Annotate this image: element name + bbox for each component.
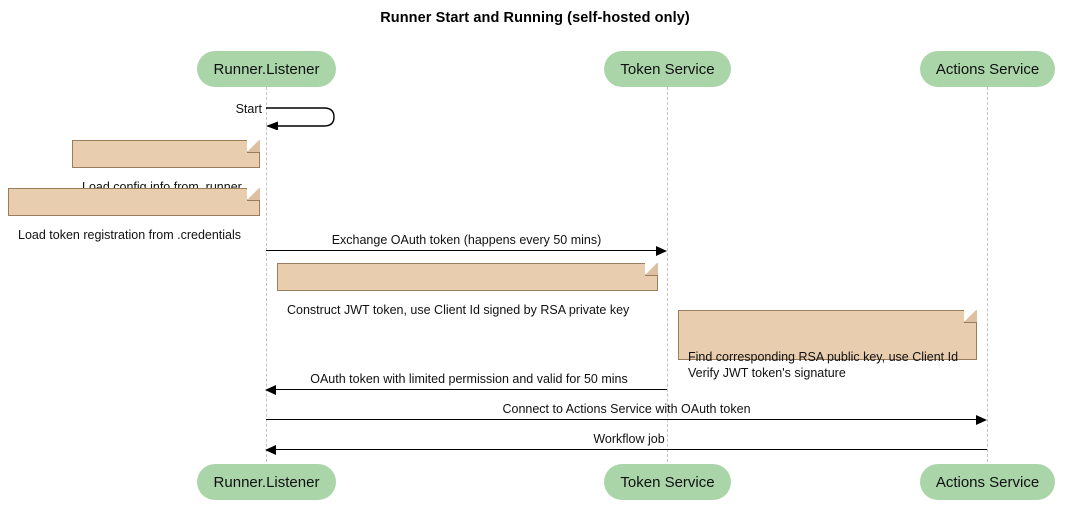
message-line-workflow-job <box>272 449 987 450</box>
participant-runner-top[interactable]: Runner.Listener <box>197 51 336 87</box>
message-label-workflow-job: Workflow job <box>593 432 665 446</box>
diagram-title: Runner Start and Running (self-hosted on… <box>380 10 690 26</box>
message-arrowhead-workflow-job <box>265 444 276 455</box>
message-start-loop <box>262 104 342 131</box>
message-label-oauth-token-response: OAuth token with limited permission and … <box>310 372 628 386</box>
message-line-exchange-oauth-token <box>266 250 662 251</box>
message-arrowhead-connect-actions-service <box>976 414 987 425</box>
note-fold-icon <box>247 139 260 153</box>
participant-label: Token Service <box>620 60 715 78</box>
note-construct-jwt: Construct JWT token, use Client Id signe… <box>277 262 658 317</box>
note-load-token-registration: Load token registration from .credential… <box>8 187 260 242</box>
note-text: Load token registration from .credential… <box>18 228 242 242</box>
message-arrowhead-exchange-oauth-token <box>656 245 667 256</box>
participant-label: Actions Service <box>935 473 1040 491</box>
message-arrowhead-oauth-token-response <box>265 384 276 395</box>
note-fold-icon <box>645 262 658 276</box>
participant-actions-top[interactable]: Actions Service <box>920 51 1055 87</box>
participant-token-bottom[interactable]: Token Service <box>604 464 731 500</box>
note-load-config: Load config info from .runner <box>72 139 260 194</box>
message-label-start: Start <box>235 102 262 116</box>
note-fold-icon <box>964 309 977 323</box>
message-line-oauth-token-response <box>272 389 667 390</box>
lifeline-runner <box>266 87 267 462</box>
message-line-connect-actions-service <box>266 419 982 420</box>
participant-label: Token Service <box>620 473 715 491</box>
note-text: Construct JWT token, use Client Id signe… <box>287 303 630 317</box>
note-text: Find corresponding RSA public key, use C… <box>688 350 959 380</box>
lifeline-actions <box>987 87 988 462</box>
participant-token-top[interactable]: Token Service <box>604 51 731 87</box>
participant-runner-bottom[interactable]: Runner.Listener <box>197 464 336 500</box>
note-fold-icon <box>247 187 260 201</box>
participant-actions-bottom[interactable]: Actions Service <box>920 464 1055 500</box>
message-label-connect-actions-service: Connect to Actions Service with OAuth to… <box>502 402 751 416</box>
participant-label: Runner.Listener <box>213 60 320 78</box>
message-label-exchange-oauth-token: Exchange OAuth token (happens every 50 m… <box>331 233 602 247</box>
participant-label: Runner.Listener <box>213 473 320 491</box>
participant-label: Actions Service <box>935 60 1040 78</box>
lifeline-token <box>667 87 668 462</box>
note-verify-jwt: Find corresponding RSA public key, use C… <box>678 309 977 380</box>
